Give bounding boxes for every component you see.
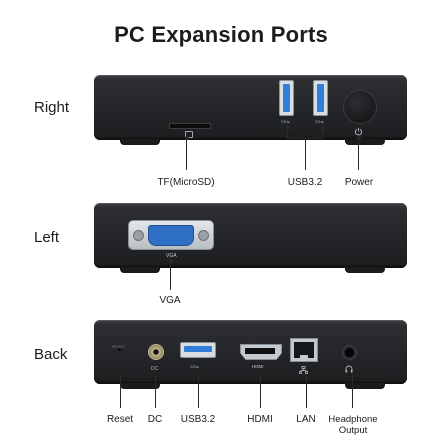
device-foot [120, 267, 160, 273]
callout-line-tf [186, 138, 187, 170]
headphone-icon [345, 365, 353, 373]
callout-line-dc [155, 374, 156, 408]
label-dc: DC [147, 414, 163, 425]
reset-hole [118, 348, 121, 351]
device-foot [345, 267, 385, 273]
vga-engraving: VGA [166, 253, 177, 259]
callout-line-hdmi [260, 374, 261, 408]
device-foot [120, 139, 160, 145]
callout-line-usb-back [198, 374, 199, 408]
dc-engraving: DC [151, 366, 159, 372]
usb-engraving-1: SS⇋ [281, 119, 290, 124]
microsd-slot [169, 123, 211, 129]
device-right-side: SS⇋ SS⇋ [94, 75, 407, 140]
usb-engraving-2: SS⇋ [315, 119, 324, 124]
callout-line-reset [120, 374, 121, 408]
device-back-side: RESET DC SS⇋ HDMI [94, 320, 407, 384]
power-icon [354, 127, 363, 136]
label-tf-microsd: TF(MicroSD) [157, 177, 215, 188]
lan-port [290, 338, 318, 362]
label-headphone-output: Headphone Output [328, 414, 378, 436]
callout-dot-vga [168, 259, 173, 263]
callout-line-vga [170, 262, 171, 290]
usb-back-engraving: SS⇋ [190, 364, 199, 369]
label-usb32-back: USB3.2 [180, 414, 216, 425]
label-reset: Reset [106, 414, 134, 425]
headphone-jack [342, 345, 357, 360]
vga-screw-left [133, 230, 144, 241]
vga-port [128, 220, 214, 250]
section-label-right: Right [34, 99, 70, 116]
vga-screw-right [198, 230, 209, 241]
label-hdmi: HDMI [247, 414, 273, 425]
callout-line-lan [306, 374, 307, 408]
hdmi-engraving: HDMI [252, 364, 264, 369]
hdmi-port [240, 344, 282, 360]
device-foot [345, 383, 385, 389]
device-left-side: VGA [94, 203, 407, 268]
callout-dot-power [356, 136, 361, 140]
network-icon [299, 366, 308, 374]
usb-port-back [180, 342, 216, 358]
callout-line-power [358, 138, 359, 170]
callout-line-usb-b [322, 128, 323, 138]
callout-line-headphone [352, 374, 353, 408]
callout-dot-usb-b [320, 126, 325, 130]
callout-line-usb-a [287, 128, 288, 138]
power-button [343, 90, 377, 124]
label-lan: LAN [296, 414, 316, 425]
device-foot [345, 139, 385, 145]
page-title: PC Expansion Ports [114, 22, 328, 47]
reset-engraving: RESET [112, 344, 126, 349]
label-power: Power [344, 177, 374, 188]
callout-dot-tf [184, 136, 189, 140]
microsd-icon [185, 131, 193, 138]
dc-jack [148, 344, 164, 360]
usb-port-right-1 [279, 80, 294, 116]
vga-connector [148, 225, 194, 246]
usb-port-right-2 [313, 80, 328, 116]
label-vga: VGA [159, 295, 181, 306]
section-label-left: Left [34, 229, 60, 246]
section-label-back: Back [34, 346, 68, 363]
callout-dot-usb-a [285, 126, 290, 130]
label-usb32-right: USB3.2 [287, 177, 323, 188]
device-foot [120, 383, 160, 389]
callout-line-usb [305, 138, 306, 170]
